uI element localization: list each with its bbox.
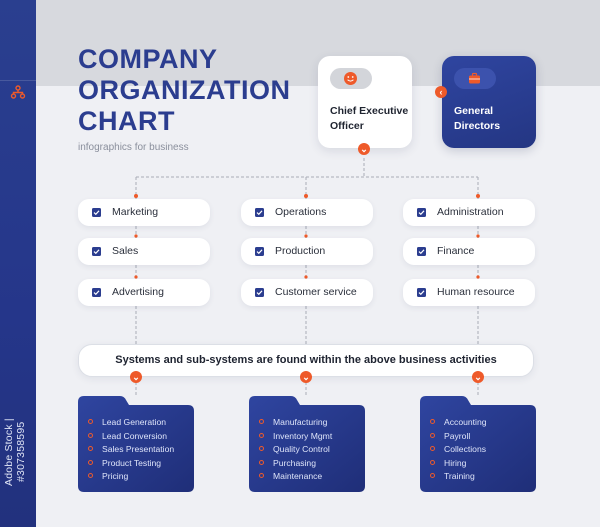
- briefcase-icon: [469, 72, 480, 84]
- circle-bullet-icon: [259, 473, 264, 479]
- circle-bullet-icon: [430, 432, 435, 438]
- sidebar-divider: [0, 80, 36, 81]
- chevron-down-icon[interactable]: ⌄: [358, 143, 370, 155]
- circle-bullet-icon: [259, 432, 264, 438]
- dept-operations[interactable]: Operations: [241, 199, 373, 226]
- list-item: Maintenance: [259, 470, 332, 484]
- dept-finance[interactable]: Finance: [403, 238, 535, 265]
- circle-bullet-icon: [430, 446, 435, 452]
- check-icon: [417, 208, 426, 217]
- check-icon: [255, 288, 264, 297]
- subsystem-list: Manufacturing Inventory Mgmt Quality Con…: [259, 416, 332, 484]
- folder-icon: [420, 396, 536, 492]
- circle-bullet-icon: [88, 446, 93, 452]
- list-item: Payroll: [430, 430, 487, 444]
- gd-icon-pill: [454, 68, 496, 89]
- circle-bullet-icon: [88, 473, 93, 479]
- org-chart-icon: [10, 85, 26, 99]
- chevron-left-icon[interactable]: ‹: [435, 86, 447, 98]
- dept-label: Administration: [437, 206, 504, 218]
- dept-customer-service[interactable]: Customer service: [241, 279, 373, 306]
- list-item: Sales Presentation: [88, 443, 174, 457]
- smiley-icon: [344, 72, 357, 85]
- dept-advertising[interactable]: Advertising: [78, 279, 210, 306]
- check-icon: [255, 208, 264, 217]
- check-icon: [92, 247, 101, 256]
- general-directors-card[interactable]: General Directors: [442, 56, 536, 148]
- circle-bullet-icon: [88, 459, 93, 465]
- dept-administration[interactable]: Administration: [403, 199, 535, 226]
- dept-label: Finance: [437, 245, 475, 257]
- ceo-icon-pill: [330, 68, 372, 89]
- list-item: Quality Control: [259, 443, 332, 457]
- chevron-down-icon[interactable]: ⌄: [300, 371, 312, 383]
- page-subtitle: infographics for business: [78, 142, 189, 153]
- dept-marketing[interactable]: Marketing: [78, 199, 210, 226]
- sidebar: Adobe Stock | #307358595: [0, 0, 36, 527]
- circle-bullet-icon: [88, 432, 93, 438]
- folder-icon: [249, 396, 365, 492]
- ceo-card[interactable]: Chief Executive Officer: [318, 56, 412, 148]
- dept-label: Operations: [275, 206, 327, 218]
- circle-bullet-icon: [259, 446, 264, 452]
- check-icon: [417, 288, 426, 297]
- list-item: Inventory Mgmt: [259, 430, 332, 444]
- circle-bullet-icon: [259, 459, 264, 465]
- dept-label: Production: [275, 245, 326, 257]
- ceo-label: Chief Executive Officer: [330, 105, 409, 132]
- dept-label: Human resource: [437, 286, 515, 298]
- list-item: Lead Conversion: [88, 430, 174, 444]
- check-icon: [255, 247, 264, 256]
- chevron-down-icon[interactable]: ⌄: [472, 371, 484, 383]
- circle-bullet-icon: [430, 473, 435, 479]
- list-item: Training: [430, 470, 487, 484]
- list-item: Pricing: [88, 470, 174, 484]
- dept-label: Advertising: [112, 286, 164, 298]
- circle-bullet-icon: [259, 419, 264, 424]
- circle-bullet-icon: [430, 459, 435, 465]
- folder-icon: [78, 396, 194, 492]
- dept-human-resource[interactable]: Human resource: [403, 279, 535, 306]
- dept-production[interactable]: Production: [241, 238, 373, 265]
- check-icon: [92, 288, 101, 297]
- list-item: Accounting: [430, 416, 487, 430]
- list-item: Purchasing: [259, 457, 332, 471]
- list-item: Collections: [430, 443, 487, 457]
- dept-label: Sales: [112, 245, 139, 257]
- list-item: Lead Generation: [88, 416, 174, 430]
- gd-label: General Directors: [454, 105, 501, 132]
- dept-sales[interactable]: Sales: [78, 238, 210, 265]
- subsystem-folder-operations[interactable]: Manufacturing Inventory Mgmt Quality Con…: [249, 396, 365, 492]
- list-item: Hiring: [430, 457, 487, 471]
- circle-bullet-icon: [88, 419, 93, 424]
- check-icon: [417, 247, 426, 256]
- subsystem-list: Accounting Payroll Collections Hiring Tr…: [430, 416, 487, 484]
- list-item: Manufacturing: [259, 416, 332, 430]
- subsystem-folder-administration[interactable]: Accounting Payroll Collections Hiring Tr…: [420, 396, 536, 492]
- dept-label: Customer service: [275, 286, 357, 298]
- chevron-down-icon[interactable]: ⌄: [130, 371, 142, 383]
- check-icon: [92, 208, 101, 217]
- dept-label: Marketing: [112, 206, 159, 218]
- subsystem-list: Lead Generation Lead Conversion Sales Pr…: [88, 416, 174, 484]
- subsystem-folder-sales[interactable]: Lead Generation Lead Conversion Sales Pr…: [78, 396, 194, 492]
- page-title: COMPANY ORGANIZATION CHART: [78, 44, 291, 136]
- circle-bullet-icon: [430, 419, 435, 424]
- list-item: Product Testing: [88, 457, 174, 471]
